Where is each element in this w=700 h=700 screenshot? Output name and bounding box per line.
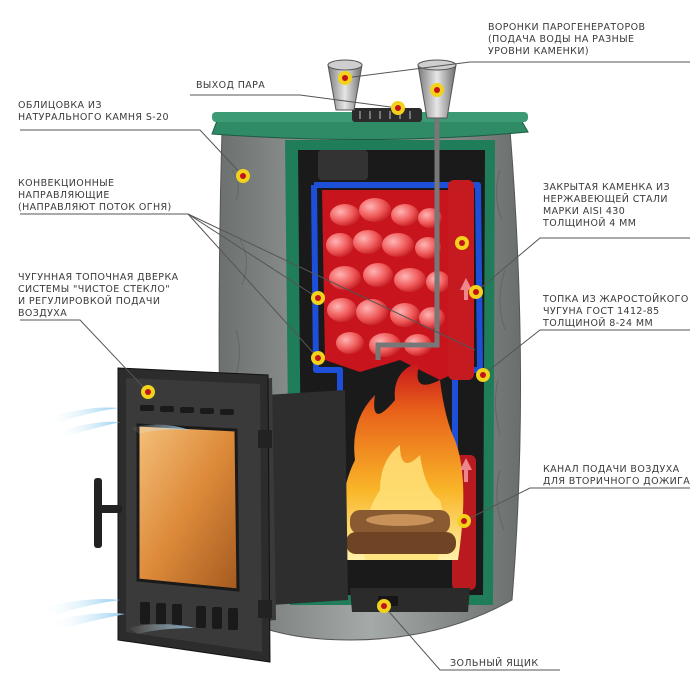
label-closed-heater: ЗАКРЫТАЯ КАМЕНКА ИЗ НЕРЖАВЕЮЩЕЙ СТАЛИ МА… (543, 182, 671, 229)
label-firebox: ТОПКА ИЗ ЖАРОСТОЙКОГО ЧУГУНА ГОСТ 1412-8… (543, 294, 689, 329)
marker-stone-cladding (236, 169, 250, 183)
label-stone-cladding: ОБЛИЦОВКА ИЗ НАТУРАЛЬНОГО КАМНЯ S-20 (18, 100, 169, 123)
door-hinge-bottom (258, 600, 272, 618)
leader-lines (20, 61, 690, 671)
door-top-vents (140, 405, 234, 415)
stove-body (211, 59, 529, 641)
inner-steam-pipe (375, 115, 440, 360)
door-bottom-vents (140, 602, 238, 630)
marker-steam-exit (391, 101, 405, 115)
air-flow-arrows (40, 407, 195, 634)
air-arrow-bottom (40, 599, 120, 614)
door-glass (136, 423, 240, 592)
marker-heater (469, 285, 483, 299)
firebox-door (94, 367, 272, 663)
callout-markers (141, 71, 490, 613)
marker-air-channel (457, 514, 471, 528)
marker-door (141, 385, 155, 399)
label-air-channel: КАНАЛ ПОДАЧИ ВОЗДУХА ДЛЯ ВТОРИЧНОГО ДОЖИ… (543, 464, 691, 487)
door-handle (94, 478, 102, 548)
door-hinge-top (258, 430, 272, 448)
hot-air-arrows (460, 278, 472, 482)
marker-steam-tube (455, 236, 469, 250)
air-arrow-top (45, 407, 118, 422)
label-steam-funnels: ВОРОНКИ ПАРОГЕНЕРАТОРОВ (ПОДАЧА ВОДЫ НА … (488, 22, 646, 57)
marker-firebox (476, 368, 490, 382)
marker-convection-left-upper (311, 291, 325, 305)
flue-outlet (318, 150, 368, 180)
firewood (346, 510, 456, 554)
marker-ash-box (377, 599, 391, 613)
marker-steam-funnel-left (338, 71, 352, 85)
label-convection-guides: КОНВЕКЦИОННЫЕ НАПРАВЛЯЮЩИЕ (НАПРАВЛЯЮТ П… (18, 178, 172, 213)
steam-funnel-left (327, 59, 363, 111)
marker-convection-left-lower (311, 351, 325, 365)
steam-tube (448, 180, 474, 380)
steam-vent-grate (352, 108, 422, 122)
marker-steam-funnel-right (430, 83, 444, 97)
green-top-lid (211, 117, 529, 141)
label-steam-exit: ВЫХОД ПАРА (196, 80, 266, 91)
label-ash-box: ЗОЛЬНЫЙ ЯЩИК (450, 658, 539, 669)
ash-box (350, 588, 470, 612)
label-firebox-door: ЧУГУННАЯ ТОПОЧНАЯ ДВЕРКА СИСТЕМЫ "ЧИСТОЕ… (18, 272, 179, 319)
firebox-block (266, 390, 348, 605)
